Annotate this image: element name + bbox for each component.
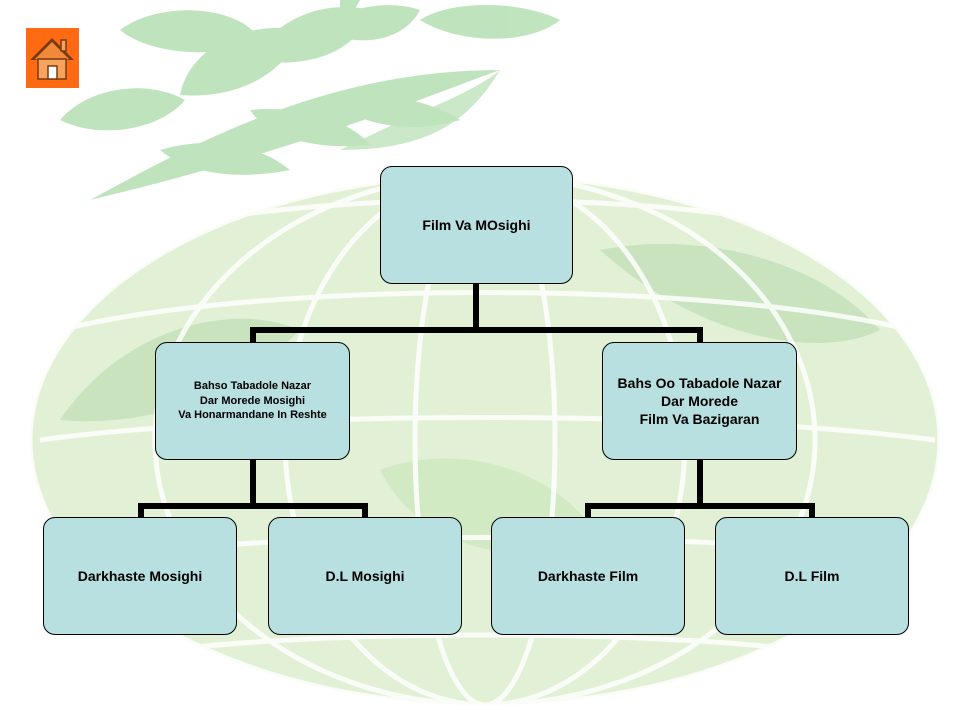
org-node-film-download: D.L Film xyxy=(715,517,909,635)
home-button[interactable] xyxy=(26,28,79,88)
org-node-music-request: Darkhaste Mosighi xyxy=(43,517,237,635)
org-node-root: Film Va MOsighi xyxy=(380,166,573,284)
home-icon xyxy=(30,38,74,80)
org-node-film-discussion: Bahs Oo Tabadole Nazar Dar Morede Film V… xyxy=(602,342,797,460)
leaf-branch-decoration xyxy=(60,0,560,200)
org-node-music-download: D.L Mosighi xyxy=(268,517,462,635)
org-node-film-request: Darkhaste Film xyxy=(491,517,685,635)
org-node-music-discussion: Bahso Tabadole Nazar Dar Morede Mosighi … xyxy=(155,342,350,460)
